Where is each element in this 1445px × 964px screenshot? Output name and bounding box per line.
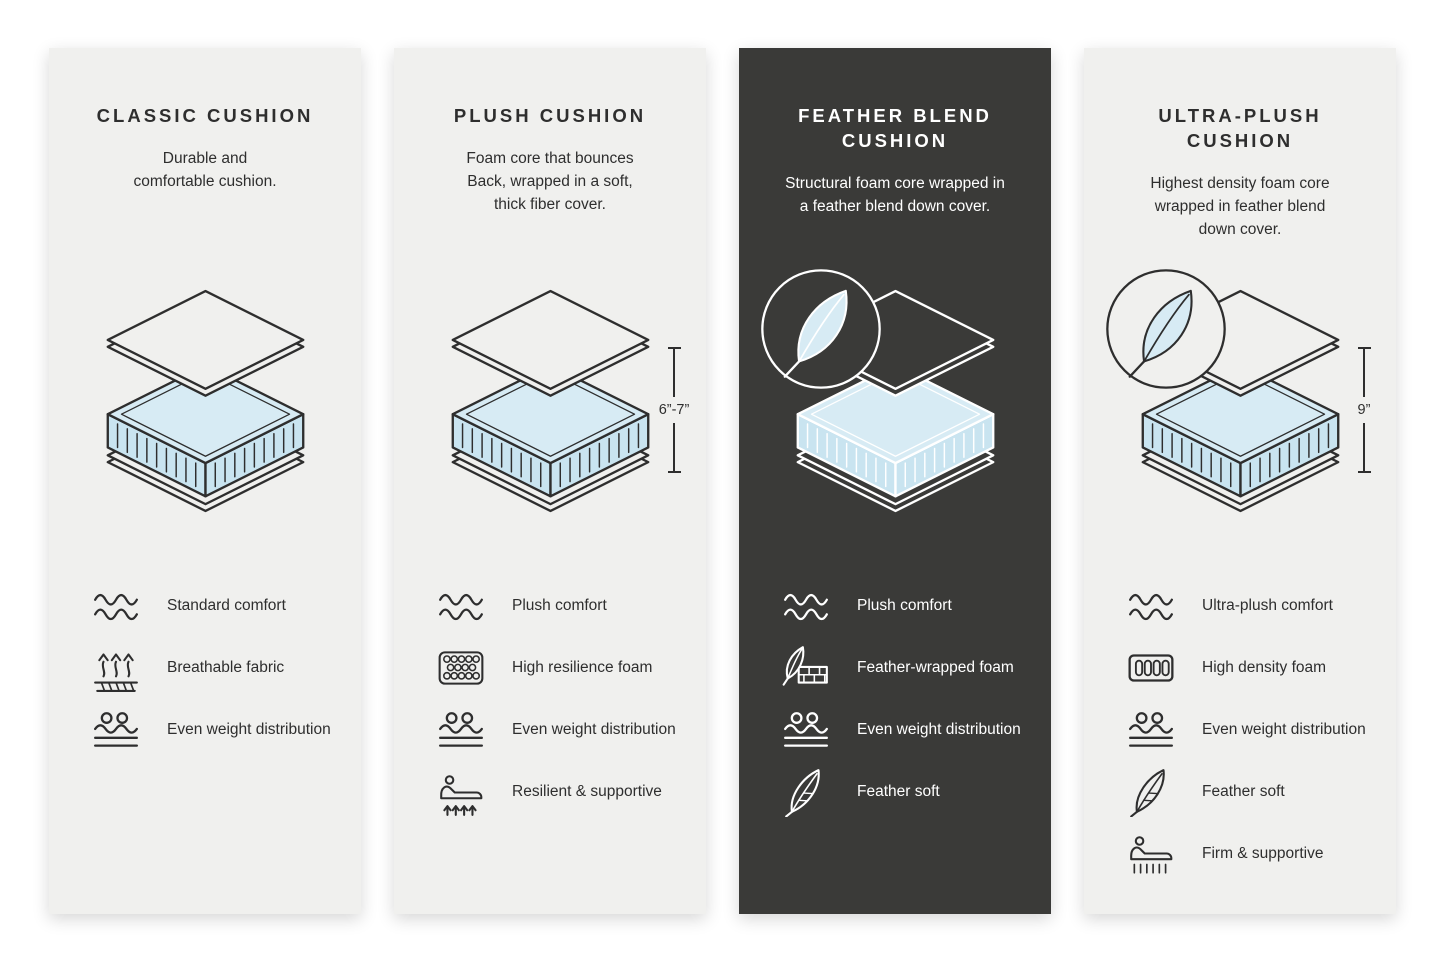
card-title: CLASSIC CUSHION	[96, 105, 314, 126]
even-weight-icon	[436, 705, 486, 755]
dimension-label: 6”-7”	[658, 402, 690, 418]
even-weight-icon	[1126, 705, 1176, 755]
wave-comfort-icon	[1126, 581, 1176, 631]
card-description: Foam core that bounces Back, wrapped in …	[466, 149, 634, 214]
feature-label: Feather soft	[857, 782, 940, 800]
wave-comfort-icon	[781, 581, 831, 631]
card-header: CLASSIC CUSHION Durable and comfortable …	[49, 104, 361, 289]
foam-cells-icon	[436, 643, 486, 693]
feature-label: Standard comfort	[167, 596, 286, 614]
card-feather-blend-cushion: FEATHER BLEND CUSHION Structural foam co…	[739, 48, 1051, 914]
feature-list: Ultra-plush comfort High density foam Ev…	[1084, 575, 1396, 879]
feature-label: Plush comfort	[857, 596, 952, 614]
breathable-fabric-icon	[91, 643, 141, 693]
feature-label: Even weight distribution	[167, 720, 331, 738]
feature-label: Feather soft	[1202, 782, 1285, 800]
dimension-line-top	[1363, 349, 1365, 397]
dimension-line-top	[673, 349, 675, 397]
card-title: FEATHER BLEND CUSHION	[798, 105, 992, 151]
feature-list: Plush comfort Feather-wrapped foam Even …	[739, 575, 1051, 817]
feature-row: Even weight distribution	[436, 705, 698, 755]
feature-row: Even weight distribution	[1126, 705, 1388, 755]
feature-row: Even weight distribution	[781, 705, 1043, 755]
feature-row: Even weight distribution	[91, 705, 353, 755]
dimension-label: 9”	[1357, 402, 1371, 418]
feature-label: High resilience foam	[512, 658, 653, 676]
feature-row: High density foam	[1126, 643, 1388, 693]
feature-row: Plush comfort	[781, 581, 1043, 631]
card-header: FEATHER BLEND CUSHION Structural foam co…	[739, 104, 1051, 289]
feature-label: Even weight distribution	[1202, 720, 1366, 738]
feature-label: Plush comfort	[512, 596, 607, 614]
layered-cushion-icon	[98, 289, 313, 516]
dimension-cap-top	[1357, 347, 1371, 349]
wave-comfort-icon	[91, 581, 141, 631]
high-density-foam-icon	[1126, 643, 1176, 693]
firm-support-icon	[1126, 829, 1176, 879]
card-plush-cushion: PLUSH CUSHION Foam core that bounces Bac…	[394, 48, 706, 914]
even-weight-icon	[781, 705, 831, 755]
feature-row: Plush comfort	[436, 581, 698, 631]
feature-row: Breathable fabric	[91, 643, 353, 693]
feature-row: Feather-wrapped foam	[781, 643, 1043, 693]
dimension-cap-bottom	[1357, 471, 1371, 473]
feather-wrapped-foam-icon	[781, 643, 831, 693]
feature-row: Firm & supportive	[1126, 829, 1388, 879]
feature-row: Ultra-plush comfort	[1126, 581, 1388, 631]
cushion-layers-illustration	[739, 289, 1051, 575]
feature-label: High density foam	[1202, 658, 1327, 676]
feature-list: Plush comfort High resilience foam Even …	[394, 575, 706, 817]
feature-label: Even weight distribution	[512, 720, 676, 738]
cushion-layers-illustration	[49, 289, 361, 575]
height-dimension-marker: 6”-7”	[646, 347, 702, 473]
feature-label: Breathable fabric	[167, 658, 285, 676]
feature-row: High resilience foam	[436, 643, 698, 693]
resilient-support-icon	[436, 767, 486, 817]
height-dimension-marker: 9”	[1336, 347, 1392, 473]
card-description: Durable and comfortable cushion.	[133, 149, 277, 191]
feature-row: Feather soft	[1126, 767, 1388, 817]
dimension-cap-top	[667, 347, 681, 349]
feather-badge-icon	[759, 267, 883, 391]
card-header: PLUSH CUSHION Foam core that bounces Bac…	[394, 104, 706, 289]
card-title: ULTRA-PLUSH CUSHION	[1158, 105, 1322, 151]
feature-label: Feather-wrapped foam	[857, 658, 1014, 676]
feature-list: Standard comfort Breathable fabric Even …	[49, 575, 361, 755]
layered-cushion-icon	[443, 289, 658, 516]
feature-row: Resilient & supportive	[436, 767, 698, 817]
card-description: Structural foam core wrapped in a feathe…	[785, 174, 1005, 216]
wave-comfort-icon	[436, 581, 486, 631]
cushion-layers-illustration: 9”	[1084, 289, 1396, 575]
feature-row: Standard comfort	[91, 581, 353, 631]
even-weight-icon	[91, 705, 141, 755]
dimension-line-bottom	[673, 423, 675, 471]
feather-icon	[781, 767, 831, 817]
card-title: PLUSH CUSHION	[453, 105, 647, 126]
feather-icon	[1126, 767, 1176, 817]
feature-label: Even weight distribution	[857, 720, 1021, 738]
card-description: Highest density foam core wrapped in fea…	[1150, 174, 1330, 239]
card-header: ULTRA-PLUSH CUSHION Highest density foam…	[1084, 104, 1396, 289]
feature-label: Firm & supportive	[1202, 844, 1324, 862]
feature-row: Feather soft	[781, 767, 1043, 817]
dimension-line-bottom	[1363, 423, 1365, 471]
feature-label: Resilient & supportive	[512, 782, 662, 800]
feature-label: Ultra-plush comfort	[1202, 596, 1333, 614]
card-ultra-plush-cushion: ULTRA-PLUSH CUSHION Highest density foam…	[1084, 48, 1396, 914]
feather-badge-icon	[1104, 267, 1228, 391]
card-classic-cushion: CLASSIC CUSHION Durable and comfortable …	[49, 48, 361, 914]
cushion-layers-illustration: 6”-7”	[394, 289, 706, 575]
dimension-cap-bottom	[667, 471, 681, 473]
